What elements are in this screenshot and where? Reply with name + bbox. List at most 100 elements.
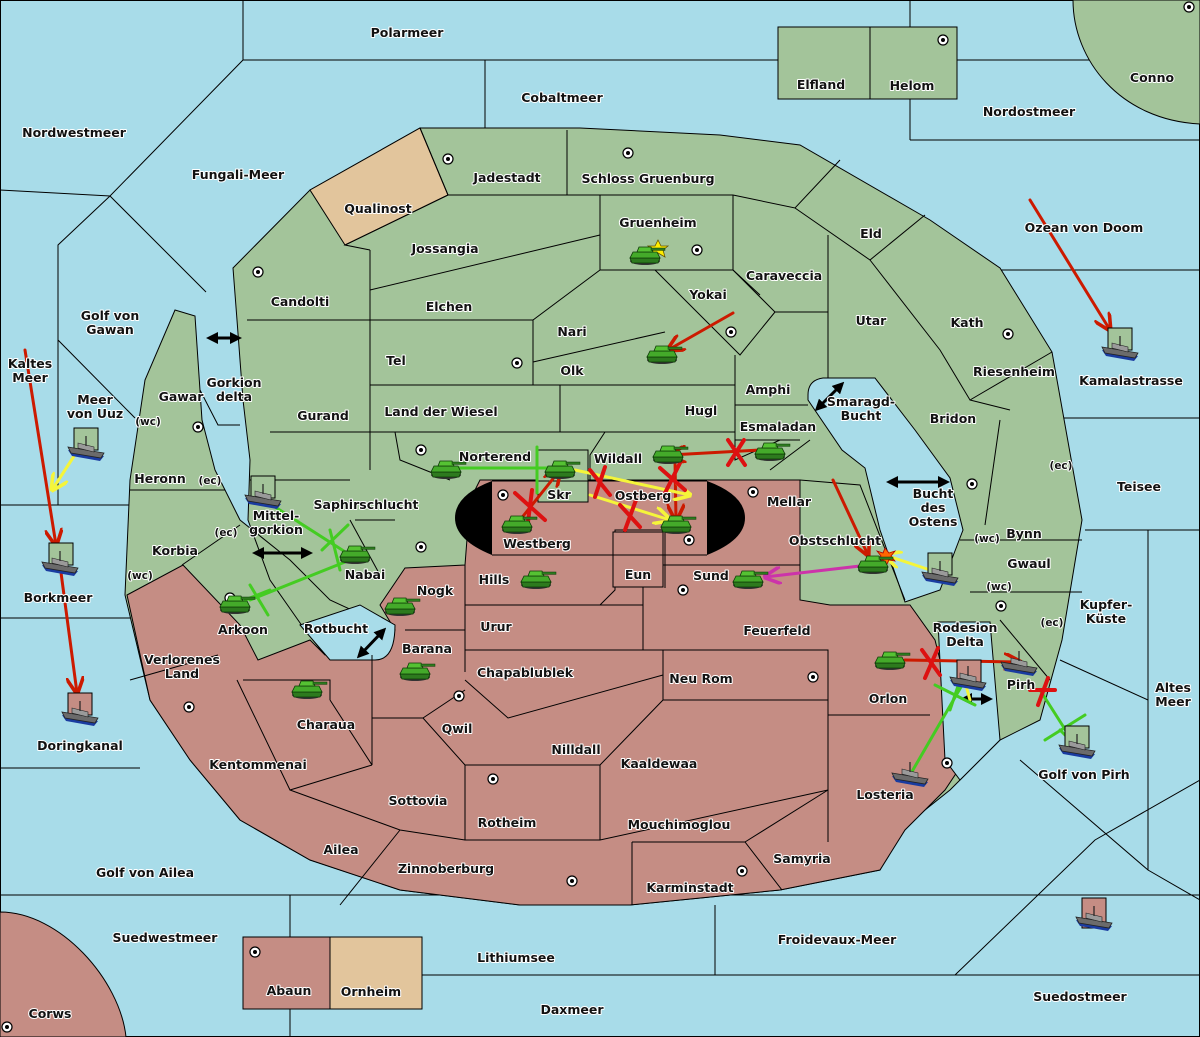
label-polarmeer: Polarmeer — [371, 25, 445, 40]
failed-marks — [513, 438, 1057, 707]
label-westberg: Westberg — [503, 536, 571, 551]
label-teisee: Teisee — [1117, 479, 1161, 494]
coast-marker: (wc) — [135, 416, 161, 428]
label-mellar: Mellar — [767, 494, 812, 509]
label-candolti: Candolti — [271, 294, 330, 309]
label-eun: Eun — [625, 567, 651, 582]
label-nordwestmeer: Nordwestmeer — [22, 125, 127, 140]
order-move — [831, 478, 868, 555]
label-mouchimoglou: Mouchimoglou — [628, 817, 731, 832]
label-qualinost: Qualinost — [344, 201, 411, 216]
label-nordostmeer: Nordostmeer — [983, 104, 1076, 119]
label-jadestadt: Jadestadt — [472, 170, 540, 185]
label-losteria: Losteria — [856, 787, 913, 802]
label-abaun: Abaun — [267, 983, 312, 998]
label-kamalastrasse: Kamalastrasse — [1079, 373, 1183, 388]
label-obstschlucht: Obstschlucht — [789, 533, 881, 548]
label-utar: Utar — [856, 313, 888, 328]
label-elchen: Elchen — [426, 299, 473, 314]
label-daxmeer: Daxmeer — [540, 1002, 604, 1017]
label-corws: Corws — [29, 1006, 72, 1021]
label-fungali-meer: Fungali-Meer — [192, 167, 285, 182]
label-schloss-gruenburg: Schloss Gruenburg — [581, 171, 714, 186]
label-nilldall: Nilldall — [551, 742, 600, 757]
label-feuerfeld: Feuerfeld — [743, 623, 810, 638]
label-gurand: Gurand — [297, 408, 349, 423]
label-bridon: Bridon — [930, 411, 976, 426]
label-gwaul: Gwaul — [1007, 556, 1050, 571]
label-tel: Tel — [386, 353, 406, 368]
label-kaaldewaa: Kaaldewaa — [621, 756, 698, 771]
region-corws[interactable] — [0, 911, 127, 1037]
impassable-east — [707, 481, 745, 555]
label-nabai: Nabai — [345, 567, 386, 582]
label-suedwestmeer: Suedwestmeer — [113, 930, 219, 945]
label-nari: Nari — [557, 324, 586, 339]
label-hills: Hills — [479, 572, 510, 587]
land-borders — [129, 127, 1082, 906]
label-ozean-von-doom: Ozean von Doom — [1025, 220, 1144, 235]
label-borkmeer: Borkmeer — [24, 590, 94, 605]
order-move — [1028, 198, 1110, 330]
label-heronn: Heronn — [134, 471, 186, 486]
label-ailea: Ailea — [323, 842, 358, 857]
order-move — [23, 348, 56, 545]
label-elfland: Elfland — [797, 77, 845, 92]
label-riesenheim: Riesenheim — [973, 364, 1055, 379]
label-ornheim: Ornheim — [341, 984, 401, 999]
label-froidevaux-meer: Froidevaux-Meer — [778, 932, 897, 947]
label-gruenheim: Gruenheim — [619, 215, 696, 230]
order-support — [588, 493, 670, 520]
order-move — [58, 563, 77, 693]
label-jossangia: Jossangia — [410, 241, 478, 256]
label-bynn: Bynn — [1006, 526, 1041, 541]
label-esmaladan: Esmaladan — [740, 419, 816, 434]
label-norterend: Norterend — [459, 449, 531, 464]
label-amphi: Amphi — [746, 382, 791, 397]
label-golf-von-pirh: Golf von Pirh — [1038, 767, 1129, 782]
label-eld: Eld — [860, 226, 882, 241]
label-sund: Sund — [693, 568, 729, 583]
label-saphirschlucht: Saphirschlucht — [314, 497, 419, 512]
label-land-der-wiesel: Land der Wiesel — [384, 404, 497, 419]
label-chapablublek: Chapablublek — [477, 665, 574, 680]
region-conno[interactable] — [1072, 0, 1200, 125]
label-qwil: Qwil — [442, 721, 473, 736]
label-rotheim: Rotheim — [478, 815, 537, 830]
label-nogk: Nogk — [417, 583, 454, 598]
label-urur: Urur — [480, 619, 512, 634]
coast-marker: (wc) — [127, 570, 153, 582]
label-charaua: Charaua — [297, 717, 355, 732]
bay-smaragd — [807, 377, 964, 603]
label-olk: Olk — [560, 363, 584, 378]
label-wildall: Wildall — [594, 451, 642, 466]
label-neu-rom: Neu Rom — [669, 671, 732, 686]
label-smaragd-bucht: Smaragd-Bucht — [827, 394, 895, 423]
order-retreat — [765, 564, 862, 577]
label-lithiumsee: Lithiumsee — [477, 950, 555, 965]
label-helom: Helom — [890, 78, 935, 93]
region-eun[interactable] — [612, 531, 664, 588]
label-korbia: Korbia — [152, 543, 198, 558]
label-conno: Conno — [1130, 70, 1175, 85]
label-samyria: Samyria — [773, 851, 831, 866]
order-move — [668, 311, 735, 350]
coast-marker: (ec) — [1041, 617, 1064, 629]
impassable-west — [455, 481, 492, 555]
label-pirh: Pirh — [1007, 677, 1036, 692]
region-ornheim[interactable] — [329, 936, 423, 1010]
region-elfland[interactable] — [777, 26, 871, 100]
label-karminstadt: Karminstadt — [646, 880, 733, 895]
coast-marker: (ec) — [215, 527, 238, 539]
order-support — [248, 558, 352, 602]
label-gawar: Gawar — [159, 389, 205, 404]
label-ostberg: Ostberg — [615, 488, 672, 503]
label-doringkanal: Doringkanal — [37, 738, 123, 753]
